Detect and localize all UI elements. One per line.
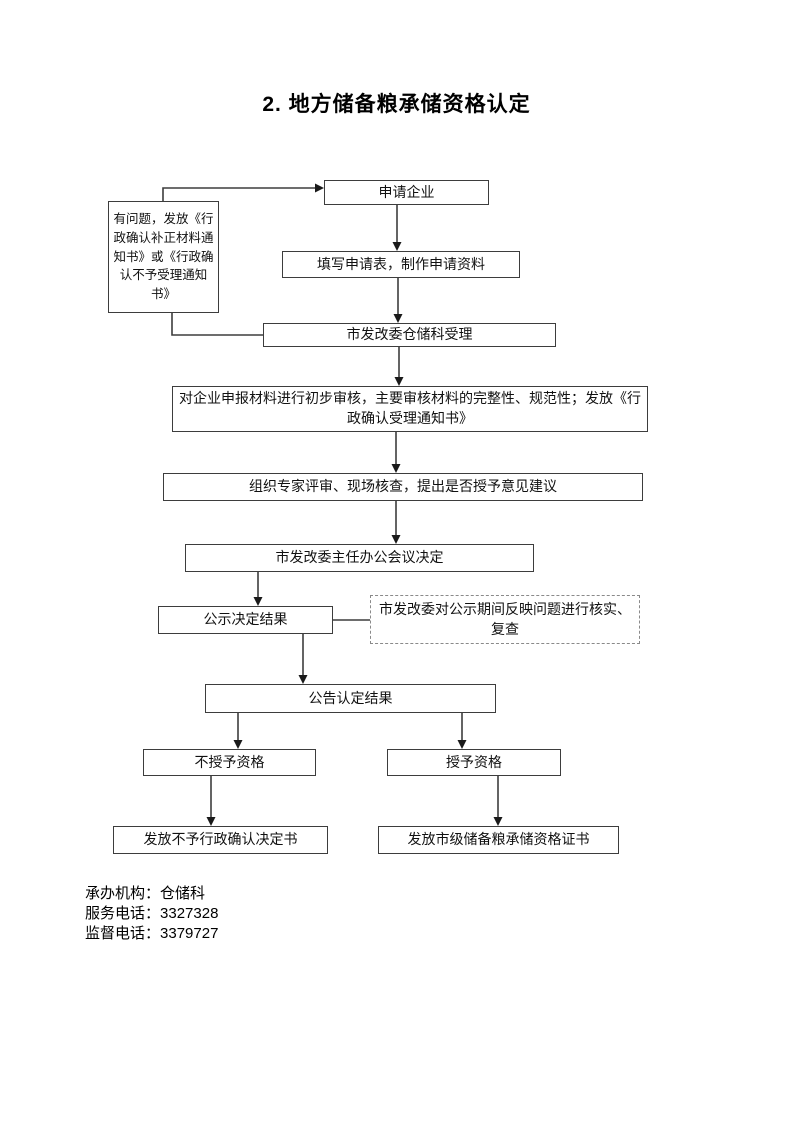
node-announce-result: 公告认定结果: [205, 684, 496, 713]
node-expert-review: 组织专家评审、现场核查，提出是否授予意见建议: [163, 473, 643, 501]
node-problem-notice: 有问题，发放《行政确认补正材料通知书》或《行政确认不予受理通知书》: [108, 201, 219, 313]
arrowhead-into-grant: [457, 740, 467, 749]
footer-service-label: 服务电话：: [85, 905, 161, 922]
arrowhead-into-acceptance: [393, 314, 403, 323]
node-not-grant: 不授予资格: [143, 749, 316, 776]
node-director-meeting: 市发改委主任办公会议决定: [185, 544, 534, 572]
arrowhead-into-expert-review: [391, 464, 401, 473]
arrowhead-into-certificate: [493, 817, 503, 826]
footer-service-value: 3327328: [160, 905, 219, 922]
connector-acceptance-to-problem-notice: [171, 313, 263, 336]
footer-supervision-phone-line: 监督电话：3379727: [85, 924, 218, 944]
node-issue-certificate: 发放市级储备粮承储资格证书: [378, 826, 619, 854]
arrowhead-into-preliminary-review: [394, 377, 404, 386]
footer-agency-label: 承办机构：: [85, 885, 161, 902]
arrowhead-into-publicize: [253, 597, 263, 606]
page-title: 2. 地方储备粮承储资格认定: [262, 93, 531, 116]
node-publicize-decision: 公示决定结果: [158, 606, 333, 634]
connector-problem-notice-to-applicant: [162, 187, 315, 201]
footer-agency-value: 仓储科: [160, 885, 206, 902]
arrowhead-right-into-applicant: [315, 183, 324, 193]
node-applicant: 申请企业: [324, 180, 489, 205]
arrowhead-into-fill-form: [392, 242, 402, 251]
footer-supervision-value: 3379727: [160, 925, 219, 942]
arrowhead-into-rejection: [206, 817, 216, 826]
connector-arrowheads: [206, 183, 503, 826]
node-grant: 授予资格: [387, 749, 561, 776]
node-acceptance: 市发改委仓储科受理: [263, 323, 556, 347]
node-fill-form: 填写申请表，制作申请资料: [282, 251, 520, 278]
node-preliminary-review: 对企业申报材料进行初步审核，主要审核材料的完整性、规范性；发放《行政确认受理通知…: [172, 386, 648, 432]
node-verify-issues: 市发改委对公示期间反映问题进行核实、复查: [370, 595, 640, 644]
footer-contact-info: 承办机构：仓储科 服务电话：3327328 监督电话：3379727: [85, 884, 218, 944]
arrowhead-into-not-grant: [233, 740, 243, 749]
arrowhead-into-director-meeting: [391, 535, 401, 544]
footer-service-phone-line: 服务电话：3327328: [85, 904, 218, 924]
node-issue-rejection: 发放不予行政确认决定书: [113, 826, 328, 854]
footer-agency-line: 承办机构：仓储科: [85, 884, 218, 904]
arrowhead-into-announce: [298, 675, 308, 684]
footer-supervision-label: 监督电话：: [85, 925, 161, 942]
